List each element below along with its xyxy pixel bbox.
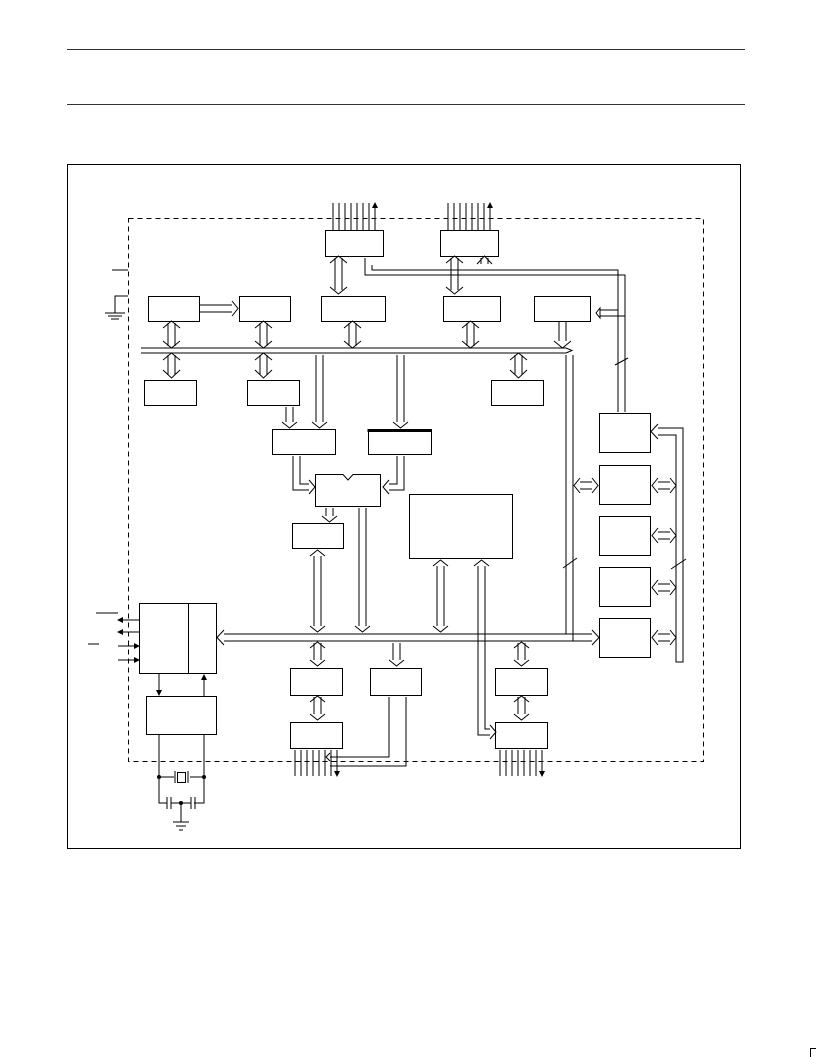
below-bus-block-3 — [491, 380, 544, 406]
lower-bus-connectors — [309, 508, 530, 721]
bottom-port-latch-left — [290, 722, 343, 749]
upper-row-block-2 — [239, 296, 291, 322]
upper-row-block-5 — [534, 296, 591, 322]
bottom-port-latch-right — [495, 722, 548, 749]
page-corner-mark — [810, 1048, 816, 1057]
timing-control-block — [139, 603, 217, 674]
internal-bus-lower — [216, 629, 600, 646]
right-outer-bus — [650, 423, 687, 663]
register-connectors — [281, 355, 409, 429]
upper-row-block-4 — [443, 296, 501, 322]
bottom-pins-left — [294, 750, 337, 776]
latch-connectors — [329, 255, 626, 320]
below-bus-block-2 — [247, 380, 300, 406]
register-block-left — [272, 429, 336, 455]
alu-to-status — [321, 508, 338, 523]
right-column-block-1 — [599, 413, 651, 453]
figure-frame — [67, 164, 741, 849]
bottom-pins-right — [499, 750, 542, 776]
bottom-block-1 — [290, 668, 343, 696]
control-pins — [88, 612, 140, 663]
bottom-feedback — [325, 697, 407, 767]
right-column-block-5 — [599, 618, 651, 658]
upper-row-block-3 — [321, 296, 386, 322]
right-column-block-4 — [599, 567, 651, 607]
header-rule-top — [67, 49, 745, 50]
chip-boundary — [128, 218, 704, 762]
memory-block — [409, 494, 513, 559]
inner-right-bus — [562, 355, 599, 641]
memory-to-port — [473, 559, 497, 740]
oscillator-block — [146, 696, 217, 735]
right-column-block-3 — [599, 516, 651, 556]
top-pins-right — [447, 203, 490, 230]
top-pins-left — [332, 203, 375, 230]
register-block-right — [368, 429, 432, 455]
link-block1-block2 — [200, 300, 239, 317]
bottom-block-2 — [370, 668, 422, 696]
power-ground-pins — [105, 269, 128, 320]
bottom-block-3 — [495, 668, 548, 696]
oscillator-dots — [157, 775, 206, 805]
alu-inputs — [292, 456, 405, 495]
header-rule-bottom — [67, 104, 745, 105]
upper-bus-connectors — [162, 320, 572, 379]
right-bus — [614, 280, 629, 412]
status-block — [292, 523, 344, 549]
oscillator-connections — [156, 674, 207, 831]
top-port-latch-right — [440, 230, 499, 257]
alu-block — [315, 474, 381, 507]
top-port-latch-left — [325, 230, 384, 257]
below-bus-block-1 — [144, 380, 197, 406]
right-column-connectors — [651, 477, 677, 646]
right-column-block-2 — [599, 465, 651, 505]
upper-row-block-1 — [148, 296, 200, 322]
internal-bus-upper — [141, 347, 574, 354]
